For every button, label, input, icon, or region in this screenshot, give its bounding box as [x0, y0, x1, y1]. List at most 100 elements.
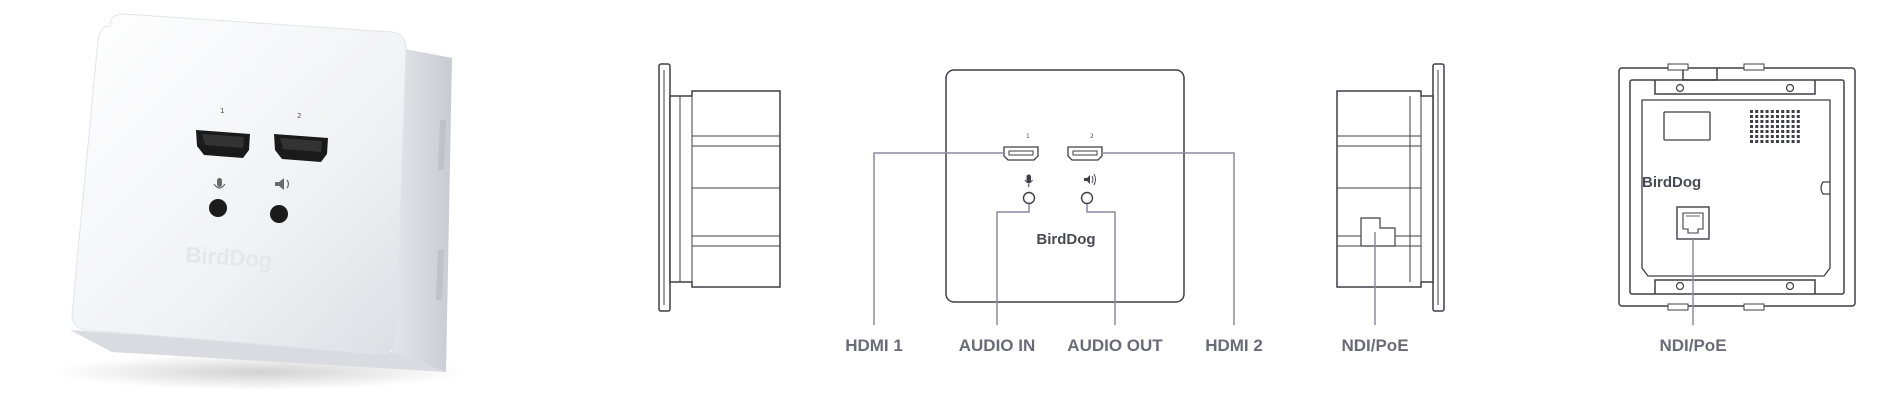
vent-slot: [1776, 130, 1779, 133]
vent-slot: [1770, 135, 1774, 138]
photo-audio-in: [209, 178, 227, 217]
vent-slot: [1770, 125, 1774, 128]
vent-slot: [1765, 120, 1769, 123]
vent-slot: [1796, 125, 1800, 128]
vent-slot: [1791, 140, 1795, 143]
vent-slot: [1786, 125, 1790, 128]
vent-slot: [1760, 125, 1764, 128]
vent-slot: [1770, 110, 1774, 113]
label-audio-in: AUDIO IN: [959, 336, 1036, 355]
callout-line-audio-out: [1086, 204, 1116, 325]
vent-slot: [1750, 115, 1753, 118]
vent-slot: [1791, 135, 1795, 138]
back-vent-grid: [1750, 110, 1800, 143]
front-hdmi1-port: [1003, 146, 1039, 161]
photo-port-number-1: 1: [220, 107, 224, 115]
vent-slot: [1755, 120, 1759, 123]
label-ndi-poe-side: NDI/PoE: [1341, 336, 1408, 355]
front-port-number-2: 2: [1090, 133, 1094, 140]
vent-slot: [1750, 135, 1753, 138]
vent-slot: [1760, 140, 1764, 143]
photo-hdmi1-port: 1: [196, 107, 250, 158]
ethernet-port-icon: [1676, 206, 1710, 240]
callout-lines: [873, 152, 1235, 325]
vent-slot: [1791, 130, 1795, 133]
vent-slot: [1750, 125, 1753, 128]
vent-slot: [1786, 115, 1790, 118]
vent-slot: [1796, 135, 1800, 138]
vent-slot: [1796, 140, 1800, 143]
photo-brand-emboss: BirdDog: [185, 242, 273, 273]
label-hdmi2: HDMI 2: [1205, 336, 1263, 355]
vent-slot: [1770, 115, 1774, 118]
vent-slot: [1776, 125, 1779, 128]
side-view-right: [1336, 63, 1445, 312]
front-port-number-1: 1: [1026, 133, 1030, 140]
back-view: [1618, 63, 1856, 311]
vent-slot: [1791, 115, 1795, 118]
vent-slot: [1760, 120, 1764, 123]
product-photo: 1 2 BirdDog: [55, 13, 465, 390]
vent-slot: [1781, 140, 1785, 143]
front-view: 1 2 BirdDog: [945, 69, 1185, 303]
vent-slot: [1765, 135, 1769, 138]
vent-slot: [1786, 140, 1790, 143]
vent-slot: [1776, 140, 1779, 143]
vent-slot: [1765, 110, 1769, 113]
vent-slot: [1791, 125, 1795, 128]
vent-slot: [1781, 125, 1785, 128]
vent-slot: [1750, 140, 1753, 143]
vent-slot: [1781, 130, 1785, 133]
vent-slot: [1796, 130, 1800, 133]
label-ndi-poe-back: NDI/PoE: [1659, 336, 1726, 355]
vent-slot: [1755, 130, 1759, 133]
vent-slot: [1776, 135, 1779, 138]
vent-slot: [1796, 110, 1800, 113]
vent-slot: [1750, 120, 1753, 123]
label-hdmi1: HDMI 1: [845, 336, 903, 355]
vent-slot: [1760, 115, 1764, 118]
front-hdmi2-port: [1067, 146, 1103, 161]
vent-slot: [1770, 120, 1774, 123]
microphone-icon: [217, 178, 222, 187]
callout-labels: HDMI 1 AUDIO IN AUDIO OUT HDMI 2 NDI/PoE…: [845, 336, 1726, 355]
vent-slot: [1755, 125, 1759, 128]
back-brand-label: BirdDog: [1642, 174, 1701, 191]
vent-slot: [1786, 110, 1790, 113]
vent-slot: [1781, 135, 1785, 138]
vent-slot: [1760, 135, 1764, 138]
vent-slot: [1760, 130, 1764, 133]
ethernet-port-icon: [1360, 217, 1396, 247]
photo-hdmi2-port: 2: [274, 112, 328, 162]
vent-slot: [1755, 110, 1759, 113]
vent-slot: [1786, 120, 1790, 123]
vent-slot: [1796, 120, 1800, 123]
speaker-icon: [275, 178, 284, 190]
callout-line-hdmi2: [1102, 152, 1235, 325]
vent-slot: [1786, 135, 1790, 138]
photo-port-number-2: 2: [297, 112, 301, 120]
vent-slot: [1755, 140, 1759, 143]
vent-slot: [1781, 115, 1785, 118]
vent-slot: [1791, 120, 1795, 123]
vent-slot: [1770, 130, 1774, 133]
vent-slot: [1776, 120, 1779, 123]
vent-slot: [1781, 110, 1785, 113]
label-audio-out: AUDIO OUT: [1067, 336, 1163, 355]
vent-slot: [1796, 115, 1800, 118]
front-brand-label: BirdDog: [1036, 231, 1095, 248]
vent-slot: [1776, 110, 1779, 113]
photo-audio-out: [270, 178, 290, 223]
vent-slot: [1786, 130, 1790, 133]
callout-line-hdmi1: [873, 152, 1004, 325]
vent-slot: [1750, 110, 1753, 113]
microphone-icon: [1024, 174, 1033, 187]
front-audio-out-jack: [1080, 191, 1094, 205]
side-view-left: [658, 63, 781, 312]
vent-slot: [1791, 110, 1795, 113]
vent-slot: [1765, 115, 1769, 118]
vent-slot: [1781, 120, 1785, 123]
speaker-icon: [1084, 173, 1096, 186]
vent-slot: [1770, 140, 1774, 143]
